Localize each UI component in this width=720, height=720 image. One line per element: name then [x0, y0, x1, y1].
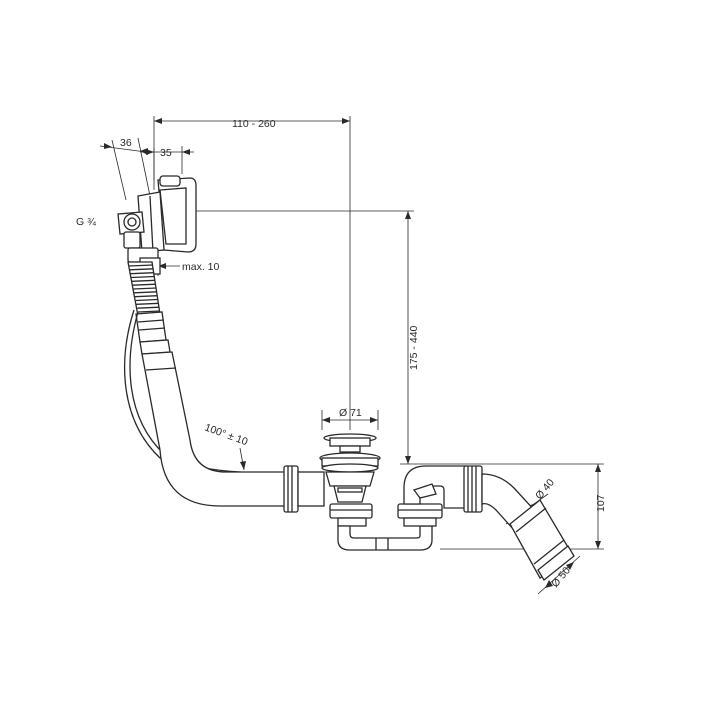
hose-rib [136, 302, 159, 305]
cover-depth-label: 35 [160, 147, 172, 159]
trap-height-label: 107 [595, 494, 607, 512]
hose-rib [133, 287, 157, 290]
dimension-lines [99, 116, 604, 595]
hose-rib [134, 291, 158, 294]
hose-rib [135, 298, 159, 302]
hose-rib [137, 306, 160, 309]
overflow-depth-label: 36 [120, 137, 132, 149]
outlet-inner-diameter-label: Ø 40 [533, 477, 557, 502]
outlet-elbow [403, 465, 575, 581]
u-trap [337, 503, 443, 551]
hose-rib [131, 275, 155, 279]
drain-assembly [283, 433, 381, 527]
hose-rib [130, 272, 155, 275]
hose-rib [134, 295, 158, 298]
thread-label: G ¾ [76, 216, 96, 228]
bend-angle-label: 100° ± 10 [203, 422, 250, 449]
hose-rib [137, 310, 161, 313]
hose-rib [131, 279, 156, 282]
overflow-head [117, 175, 197, 275]
hose-rib [128, 264, 154, 267]
corrugated-hose [127, 261, 171, 355]
overflow-pipe [141, 351, 291, 507]
hose-rib [132, 283, 156, 286]
drain-diameter-label: Ø 71 [339, 407, 362, 419]
hose-rib [129, 268, 154, 271]
horizontal-span-label: 110 - 260 [232, 118, 276, 130]
max-gap-label: max. 10 [182, 261, 220, 273]
vertical-span-label: 175 - 440 [408, 325, 420, 370]
